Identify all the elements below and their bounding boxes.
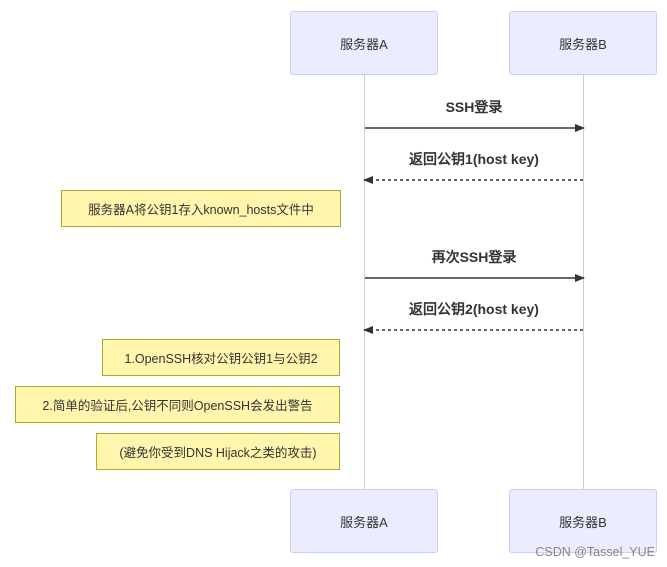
participant-label: 服务器B	[559, 514, 607, 530]
participant-server-a-top: 服务器A	[290, 11, 438, 75]
participant-label: 服务器A	[340, 514, 388, 530]
note-openssh-compare: 1.OpenSSH核对公钥公钥1与公钥2	[102, 339, 340, 376]
lifeline-server-a	[364, 75, 365, 489]
participant-label: 服务器A	[340, 36, 388, 52]
message-label-ssh-login: SSH登录	[445, 99, 503, 115]
watermark-text: CSDN @Tassel_YUE	[535, 545, 655, 559]
message-label-return-key1: 返回公钥1(host key)	[409, 151, 539, 167]
participant-server-b-bottom: 服务器B	[509, 489, 657, 553]
participant-server-b-top: 服务器B	[509, 11, 657, 75]
note-dns-hijack: (避免你受到DNS Hijack之类的攻击)	[96, 433, 340, 470]
participant-label: 服务器B	[559, 36, 607, 52]
note-store-known-hosts: 服务器A将公钥1存入known_hosts文件中	[61, 190, 341, 227]
message-label-ssh-login-again: 再次SSH登录	[431, 249, 517, 265]
message-label-return-key2: 返回公钥2(host key)	[409, 301, 539, 317]
lifeline-server-b	[583, 75, 584, 489]
note-openssh-warning: 2.简单的验证后,公钥不同则OpenSSH会发出警告	[15, 386, 340, 423]
participant-server-a-bottom: 服务器A	[290, 489, 438, 553]
